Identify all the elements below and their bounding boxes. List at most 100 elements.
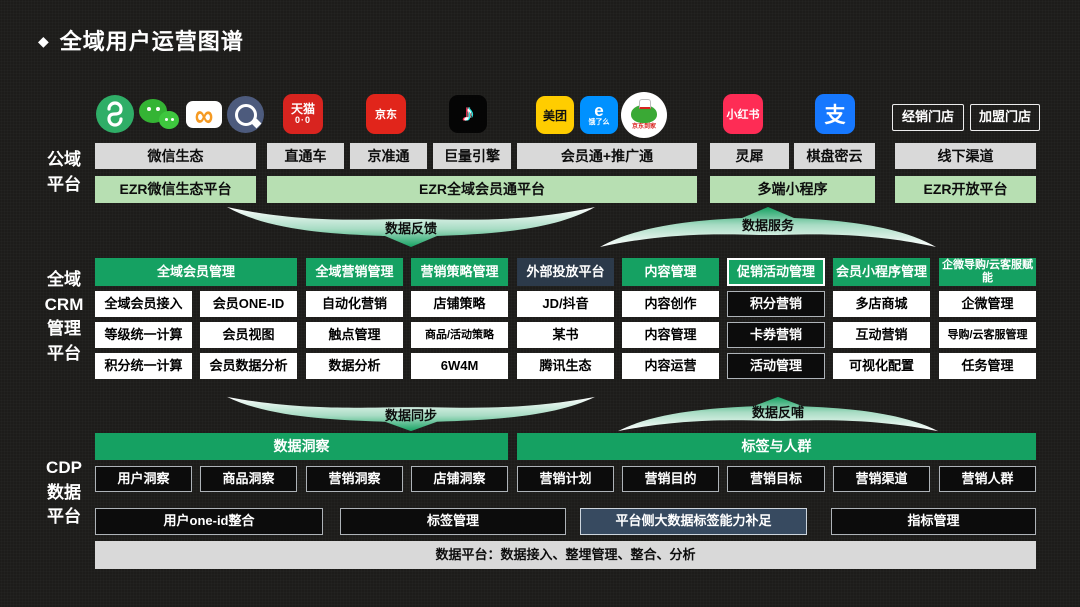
channel-zhitongche: 直通车 [267,143,344,169]
jd-label: 京东 [375,109,397,121]
wechat-channels-icon: ∞ [186,101,222,128]
crm-item: 触点管理 [306,322,403,348]
crm-header-marketing-mgmt: 全域营销管理 [306,258,403,286]
crm-header-content-mgmt: 内容管理 [622,258,719,286]
channel-offline: 线下渠道 [895,143,1036,169]
platform-ezr-open: EZR开放平台 [895,176,1036,203]
alipay-zhi-glyph: 支 [824,104,846,127]
crm-item: 数据分析 [306,353,403,379]
cdp-item: 营销渠道 [833,466,930,492]
alipay-icon: 支 [815,94,855,134]
cdp-wide-tag-mgmt: 标签管理 [340,508,566,535]
platform-multi-miniprogram: 多端小程序 [710,176,875,203]
arrow-label: 数据反馈 [384,221,437,236]
crm-header-external-ads: 外部投放平台 [517,258,614,286]
crm-item: 会员数据分析 [200,353,297,379]
crm-item: 会员视图 [200,322,297,348]
crm-item: 卡券营销 [727,322,825,348]
xiaohongshu-icon: 小红书 [723,94,763,134]
douyin-icon: ♪ [449,95,487,133]
chef-hat-glyph [639,98,651,109]
kangaroo-glyph [631,98,657,123]
jd-daojia-icon: 京东到家 [621,92,667,138]
crm-item: 商品/活动策略 [411,322,508,348]
channel-jingzhuntong: 京准通 [350,143,427,169]
crm-item: JD/抖音 [517,291,614,317]
franchise-store-box: 加盟门店 [970,104,1040,131]
crm-item: 某书 [517,322,614,348]
data-platform-bottom-bar: 数据平台：数据接入、整埋管理、整合、分析 [95,541,1036,569]
diamond-bullet-icon: ◆ [38,32,50,49]
crm-item: 等级统一计算 [95,322,192,348]
data-sync-arrow: 数据同步 [225,396,597,432]
crm-item: 可视化配置 [833,353,930,379]
platform-ezr-omni-member: EZR全域会员通平台 [267,176,697,203]
tmall-icon: 天猫 0·0 [283,94,323,134]
meituan-label: 美团 [542,108,567,123]
crm-item: 活动管理 [727,353,825,379]
crm-item: 任务管理 [939,353,1036,379]
crm-header-strategy-mgmt: 营销策略管理 [411,258,508,286]
cdp-item: 店铺洞察 [411,466,508,492]
crm-item: 内容管理 [622,322,719,348]
cdp-item: 营销目的 [622,466,719,492]
crm-item: 会员ONE-ID [200,291,297,317]
arrow-label: 数据服务 [741,218,794,233]
channel-wechat-ecosystem: 微信生态 [95,143,256,169]
crm-item: 多店商城 [833,291,930,317]
crm-item: 6W4M [411,353,508,379]
platform-ezr-wechat: EZR微信生态平台 [95,176,256,203]
crm-item: 积分营销 [727,291,825,317]
music-note-glyph: ♪ [462,100,474,127]
dealer-store-box: 经销门店 [892,104,964,131]
wechat-bubble-small [159,111,179,129]
crm-item: 内容创作 [622,291,719,317]
cdp-item: 用户洞察 [95,466,192,492]
jd-daojia-label: 京东到家 [631,123,656,130]
channel-lingxi: 灵犀 [710,143,789,169]
meituan-icon: 美团 [536,96,574,134]
section-label-public-platform: 公域 平台 [47,150,81,194]
section-label-cdp-platform: CDP 数据 平台 [46,458,82,527]
eleme-e-glyph: e [594,101,604,121]
channel-qipan-miyun: 棋盘密云 [794,143,875,169]
crm-item: 导购/云客服管理 [939,322,1036,348]
data-feedback-arrow: 数据反馈 [225,206,597,248]
crm-item: 自动化营销 [306,291,403,317]
crm-item: 腾讯生态 [517,353,614,379]
xiaohongshu-label: 小红书 [726,109,760,121]
data-service-arrow: 数据服务 [598,206,938,248]
crm-item: 互动营销 [833,322,930,348]
eleme-label: 饿了么 [588,119,610,127]
cdp-item: 营销人群 [939,466,1036,492]
crm-item: 积分统一计算 [95,353,192,379]
cdp-wide-bigdata-tag: 平台侧大数据标签能力补足 [580,508,807,535]
wechat-miniprogram-icon [96,95,134,133]
crm-header-member-mgmt: 全域会员管理 [95,258,297,286]
arrow-label: 数据反哺 [751,405,804,420]
tmall-cat-eyes: 0·0 [294,115,311,126]
cdp-header-data-insight: 数据洞察 [95,433,508,460]
page-title: ◆ 全域用户运营图谱 [38,24,244,56]
crm-header-wecom-enable: 企微导购/云客服赋能 [939,258,1036,286]
wechat-icon [139,96,185,134]
tencent-qidian-icon [227,96,264,133]
cdp-item: 营销计划 [517,466,614,492]
tmall-label: 天猫 [290,101,315,116]
jd-icon: 京东 [366,94,406,134]
cdp-item: 营销洞察 [306,466,403,492]
crm-item: 企微管理 [939,291,1036,317]
cdp-item: 营销目标 [727,466,825,492]
data-nurture-arrow: 数据反哺 [616,396,940,432]
crm-item: 全域会员接入 [95,291,192,317]
arrow-label: 数据同步 [384,408,437,423]
channel-juliang-engine: 巨量引擎 [433,143,511,169]
crm-header-promo-mgmt: 促销活动管理 [727,258,825,286]
cdp-item: 商品洞察 [200,466,297,492]
section-label-crm-platform: 全域 CRM 管理 平台 [44,270,84,363]
crm-item: 内容运营 [622,353,719,379]
eleme-icon: e 饿了么 [580,96,618,134]
chat-bubble-glyph [234,103,257,126]
cdp-wide-one-id: 用户one-id整合 [95,508,323,535]
